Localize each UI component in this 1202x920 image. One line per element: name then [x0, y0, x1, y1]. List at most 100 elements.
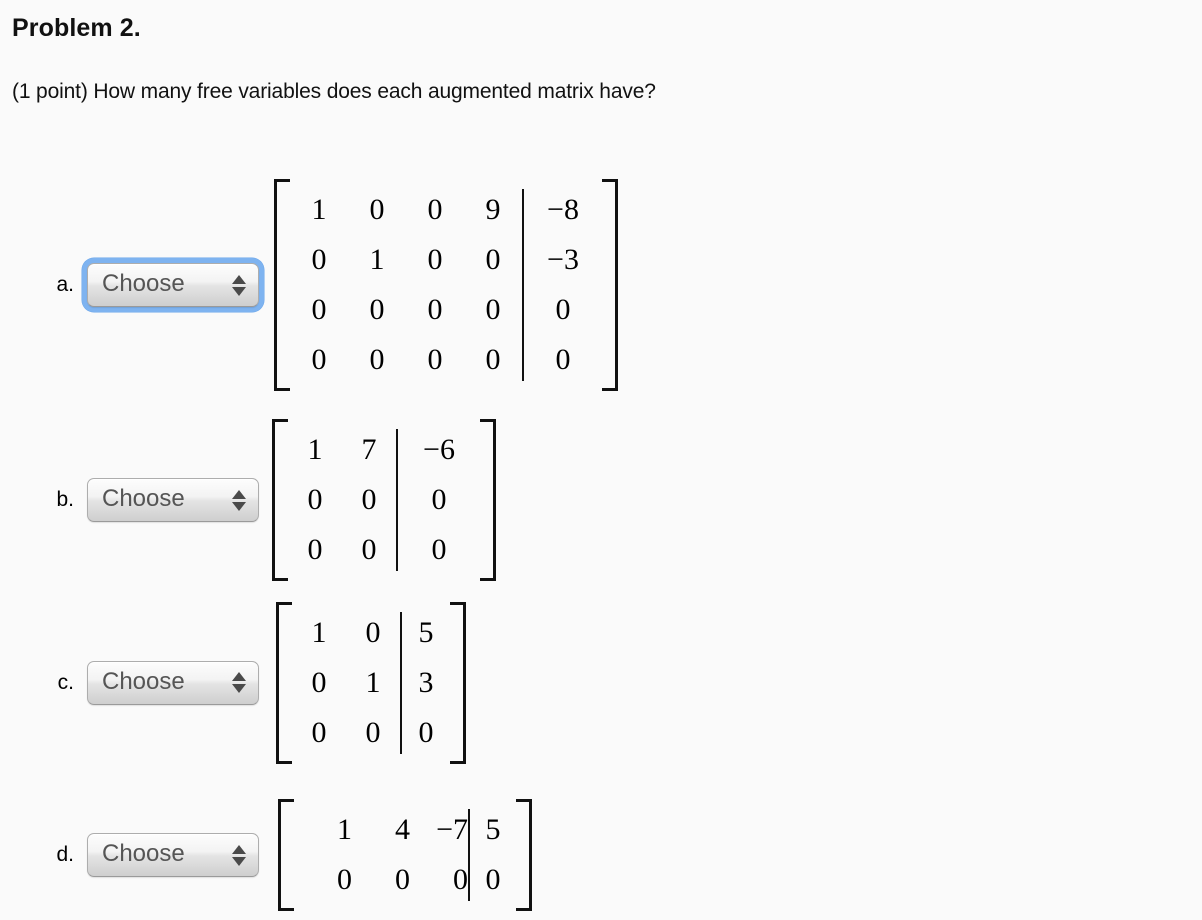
select-stepper-arrows[interactable] — [232, 844, 249, 866]
matrix-cell: 0 — [337, 863, 352, 896]
matrix-constant-cell: −3 — [547, 243, 579, 276]
matrix-column: 1 0 0 0 — [290, 185, 348, 385]
choose-select-wrapper: Choose — [82, 473, 264, 527]
question-text: (1 point) How many free variables does e… — [12, 80, 656, 103]
select-stepper-arrows[interactable] — [232, 672, 249, 693]
row-label: c. — [57, 670, 74, 694]
triangle-down-icon — [232, 286, 246, 296]
matrix-cell: 1 — [337, 813, 352, 846]
matrix-constants-column: 5 3 0 — [402, 608, 450, 758]
select-stepper-arrows[interactable] — [232, 274, 249, 296]
matrix-cell: 0 — [485, 243, 501, 276]
matrix-cell: 9 — [485, 193, 501, 226]
matrix-cell: 0 — [361, 533, 377, 566]
row-label: d. — [56, 843, 74, 866]
matrix-cell: 1 — [311, 193, 327, 226]
page-title: Problem 2. — [12, 14, 141, 42]
matrix-cell: 0 — [307, 533, 323, 566]
matrix-constant-cell: 0 — [485, 863, 501, 896]
matrix-right-bracket — [602, 179, 618, 391]
matrix-constant-cell: −8 — [547, 193, 579, 226]
matrix-cell: 4 — [395, 813, 410, 846]
matrix-cell: 1 — [369, 243, 385, 276]
triangle-down-icon — [232, 856, 246, 866]
matrix-cell: 0 — [311, 343, 327, 376]
matrix-column: −7 0 — [410, 805, 468, 905]
matrix-column: 9 0 0 0 — [464, 185, 522, 385]
augmented-divider — [400, 611, 402, 754]
matrix-column: 0 0 0 0 — [406, 185, 464, 385]
matrix-cell: 0 — [369, 293, 385, 326]
choose-select[interactable]: Choose — [87, 263, 259, 307]
matrix-right-bracket — [480, 419, 496, 581]
triangle-up-icon — [232, 844, 246, 854]
augmented-divider — [468, 809, 470, 901]
matrix-left-bracket — [276, 601, 292, 764]
choose-select-wrapper: Choose — [82, 258, 264, 312]
matrix-cell: 0 — [427, 343, 443, 376]
matrix-cell: 0 — [307, 483, 323, 516]
select-stepper-arrows[interactable] — [232, 489, 249, 511]
matrix-cell: 1 — [311, 615, 327, 649]
matrix-cell: −7 — [436, 813, 468, 846]
matrix-cell: 0 — [427, 243, 443, 276]
matrix-constant-cell: 0 — [431, 533, 447, 566]
choose-select-wrapper: Choose — [82, 828, 264, 882]
matrix-column: 1 0 0 — [292, 608, 346, 758]
matrix-cell: 0 — [485, 343, 501, 376]
augmented-divider — [522, 189, 524, 381]
triangle-down-icon — [232, 684, 246, 693]
choose-select-value: Choose — [102, 270, 185, 297]
triangle-up-icon — [232, 274, 246, 284]
matrix-right-bracket — [450, 601, 466, 764]
matrix-cell: 0 — [427, 293, 443, 326]
matrix-cell: 0 — [369, 193, 385, 226]
choose-select-value: Choose — [102, 485, 185, 512]
choose-select[interactable]: Choose — [87, 478, 259, 522]
choose-select[interactable]: Choose — [87, 660, 259, 705]
matrix-constant-cell: −6 — [423, 433, 455, 466]
matrix-cell: 1 — [365, 665, 381, 699]
choose-select-wrapper: Choose — [82, 656, 264, 710]
matrix-cell: 0 — [453, 863, 468, 896]
matrix-constant-cell: 3 — [418, 665, 434, 699]
matrix-cell: 0 — [311, 243, 327, 276]
row-label: a. — [56, 273, 74, 296]
choose-select[interactable]: Choose — [87, 833, 259, 877]
triangle-up-icon — [232, 672, 246, 681]
matrix-cell: 0 — [485, 293, 501, 326]
matrix-cell: 0 — [311, 715, 327, 749]
triangle-up-icon — [232, 489, 246, 499]
matrix-right-bracket — [516, 799, 532, 911]
matrix-constant-cell: 0 — [418, 715, 434, 749]
matrix-cell: 0 — [427, 193, 443, 226]
matrix-cell: 1 — [307, 433, 323, 466]
matrix-constant-cell: 5 — [485, 813, 501, 846]
matrix-constant-cell: 5 — [418, 615, 434, 649]
matrix-cell: 0 — [311, 293, 327, 326]
matrix-cell: 0 — [361, 483, 377, 516]
matrix-left-bracket — [278, 799, 294, 911]
matrix-cell: 0 — [311, 665, 327, 699]
choose-select-value: Choose — [102, 840, 185, 867]
augmented-divider — [396, 429, 398, 571]
matrix-cell: 0 — [395, 863, 410, 896]
